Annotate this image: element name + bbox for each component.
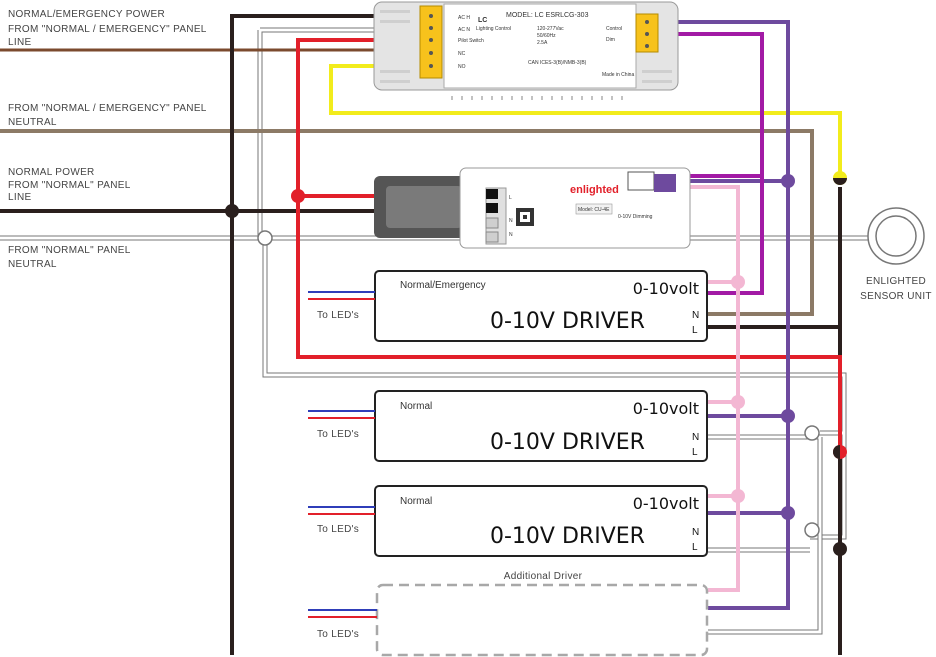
driver-3-n: N (692, 527, 699, 538)
enl-term-n1: N (509, 218, 513, 224)
normal-power-line3: LINE (8, 192, 31, 203)
driver-3-type: Normal (400, 496, 432, 507)
driver-1-volt: 0-10volt (633, 279, 699, 298)
driver-1-type: Normal/Emergency (400, 280, 486, 291)
emergency-neutral-wire (0, 129, 814, 316)
driver-2-title: 0-10V DRIVER (490, 430, 645, 455)
driver-3-volt: 0-10volt (633, 494, 699, 513)
driver-1-l: L (692, 325, 698, 336)
to-leds-label-1: To LED's (317, 310, 359, 321)
emergency-power-line1: NORMAL/EMERGENCY POWER (8, 9, 165, 20)
led-leads (308, 291, 377, 618)
enlighted-dim-label: 0-10V Dimming (618, 214, 653, 220)
driver-2-l: L (692, 447, 698, 458)
enlighted-control-unit: L N N enlighted Model: CU-4E 0-10V Dimmi… (374, 167, 691, 249)
normal-power-label: NORMAL POWER FROM "NORMAL" PANEL LINE (8, 167, 131, 203)
sensor-label-line2: SENSOR UNIT (860, 291, 932, 302)
lc-term-acn: AC N (458, 27, 470, 33)
lc-term-no: NO (458, 64, 466, 70)
normal-power-line2: FROM "NORMAL" PANEL (8, 180, 131, 191)
normal-neutral-wire (0, 27, 890, 635)
emergency-power-label: NORMAL/EMERGENCY POWER FROM "NORMAL / EM… (8, 9, 207, 48)
driver-3-l: L (692, 542, 698, 553)
normal-neutral-line1: FROM "NORMAL" PANEL (8, 245, 131, 256)
lc-right-dim: Dim (606, 37, 615, 43)
driver-2-type: Normal (400, 401, 432, 412)
yellow-wire (329, 64, 842, 178)
lc-right-control: Control (606, 26, 622, 32)
pink-wire (676, 185, 740, 592)
emergency-neutral-line1: FROM "NORMAL / EMERGENCY" PANEL (8, 103, 207, 114)
emergency-power-line2: FROM "NORMAL / EMERGENCY" PANEL (8, 24, 207, 35)
emergency-neutral-line2: NEUTRAL (8, 117, 57, 128)
enl-term-n2: N (509, 232, 513, 238)
lc-term-pilot: Pilot Switch (458, 38, 484, 44)
emergency-power-line3: LINE (8, 37, 31, 48)
lc-cert: CAN ICES-3(B)/NMB-3(B) (528, 60, 587, 66)
lc-term-ach: AC H (458, 15, 470, 21)
driver-2-n: N (692, 432, 699, 443)
lc-rating-volts: 120-277Vac (537, 26, 564, 32)
junctions (225, 171, 847, 556)
to-leds-label-2: To LED's (317, 429, 359, 440)
driver-3: Normal 0-10volt 0-10V DRIVER N L (374, 485, 708, 557)
additional-driver: Additional Driver (375, 571, 709, 657)
normal-power-line1: NORMAL POWER (8, 167, 95, 178)
enlighted-brand: enlighted (570, 184, 619, 196)
enl-term-l: L (509, 195, 512, 201)
emergency-neutral-label: FROM "NORMAL / EMERGENCY" PANEL NEUTRAL (8, 103, 207, 128)
sensor-label-line1: ENLIGHTED (866, 276, 926, 287)
enlighted-sensor: ENLIGHTED SENSOR UNIT (860, 207, 932, 302)
lc-brand-sub: Lighting Control (476, 26, 511, 32)
driver-1-n: N (692, 310, 699, 321)
lc-model: MODEL: LC ESRLCG-303 (506, 12, 589, 19)
lc-rating-hz: 50/60Hz (537, 33, 556, 39)
purple-wire (636, 20, 790, 610)
driver-2: Normal 0-10volt 0-10V DRIVER N L (374, 390, 708, 462)
lc-brand: LC (478, 17, 487, 24)
driver-2-volt: 0-10volt (633, 399, 699, 418)
lc-control-module: LC Lighting Control MODEL: LC ESRLCG-303… (373, 1, 679, 100)
normal-neutral-label: FROM "NORMAL" PANEL NEUTRAL (8, 245, 131, 270)
lc-rating-amps: 2.5A (537, 40, 548, 46)
to-leds-label-3: To LED's (317, 524, 359, 535)
driver-1-title: 0-10V DRIVER (490, 309, 645, 334)
lc-made-in: Made in China (602, 72, 634, 78)
to-leds-label-4: To LED's (317, 629, 359, 640)
lc-term-nc: NC (458, 51, 466, 57)
driver-1: Normal/Emergency 0-10volt 0-10V DRIVER N… (374, 270, 708, 342)
additional-driver-label: Additional Driver (504, 571, 583, 582)
driver-3-title: 0-10V DRIVER (490, 524, 645, 549)
enlighted-model: Model: CU-4E (578, 207, 610, 213)
normal-neutral-line2: NEUTRAL (8, 259, 57, 270)
